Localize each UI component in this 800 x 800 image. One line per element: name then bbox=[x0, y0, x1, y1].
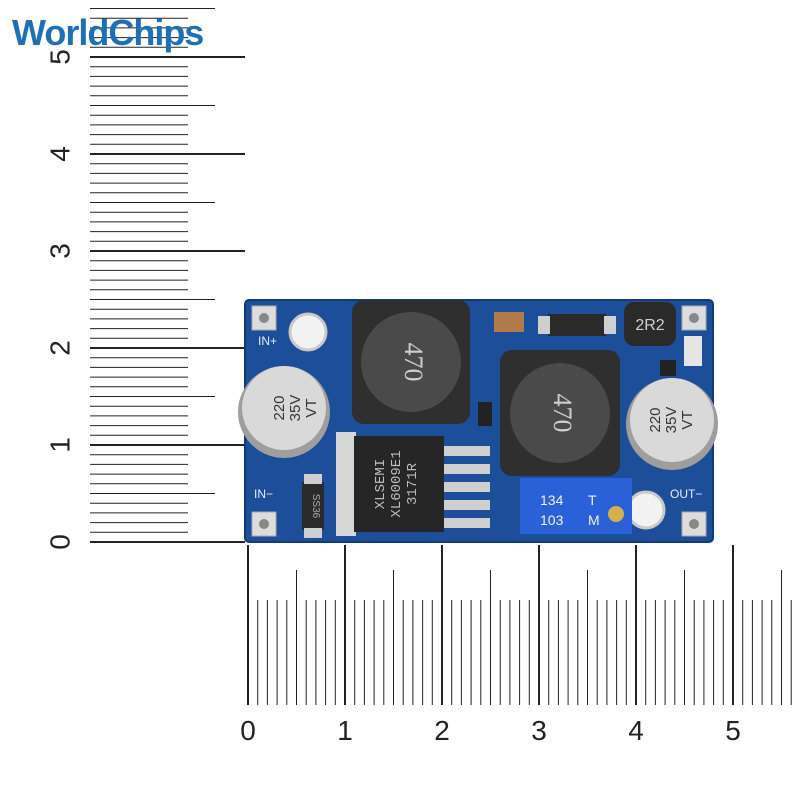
smd-resistor bbox=[478, 402, 492, 426]
inductor-right-label: 470 bbox=[548, 394, 577, 433]
brand-text-chips: Chips bbox=[108, 12, 204, 53]
trimmer-potentiometer: 134 103 T M bbox=[520, 478, 632, 534]
horizontal-ruler: 0 1 2 3 4 5 bbox=[240, 545, 792, 746]
label-in-plus: IN+ bbox=[258, 334, 277, 348]
ic-line1: XLSEMI bbox=[373, 459, 389, 509]
small-inductor-body bbox=[624, 302, 676, 346]
cap-left-line3: VT bbox=[303, 398, 320, 417]
trimmer-line1: 134 bbox=[540, 492, 564, 508]
trimmer-line2: 103 bbox=[540, 512, 564, 528]
ic-tab bbox=[336, 432, 356, 536]
diode-lead bbox=[304, 474, 322, 484]
smd-part bbox=[684, 336, 702, 366]
vertical-ruler: 5 4 3 2 1 0 bbox=[44, 8, 245, 550]
ruler-label: 5 bbox=[725, 715, 741, 746]
ruler-label: 1 bbox=[337, 715, 353, 746]
ic-pin bbox=[444, 482, 490, 492]
cap-right-line1: 220 bbox=[647, 407, 664, 432]
diode-lead bbox=[538, 316, 550, 334]
pad-hole bbox=[689, 313, 699, 323]
pad-hole bbox=[259, 519, 269, 529]
inductor-core bbox=[510, 363, 610, 463]
ruler-label: 2 bbox=[44, 340, 75, 356]
brand-logo: WorldChips bbox=[12, 12, 204, 54]
smd-capacitor bbox=[494, 312, 524, 332]
ic-line3: 3171R bbox=[405, 462, 421, 505]
capacitor-top bbox=[630, 378, 714, 462]
pad-hole bbox=[259, 313, 269, 323]
ic-body bbox=[354, 436, 444, 532]
trimmer-line4: M bbox=[588, 512, 600, 528]
pcb-board: IN+ IN− OUT− 470 470 2R2 bbox=[238, 299, 718, 543]
small-inductor: 2R2 bbox=[624, 302, 676, 346]
trimmer-body bbox=[520, 478, 632, 534]
mounting-hole bbox=[626, 490, 666, 530]
capacitor-top bbox=[242, 366, 326, 450]
ruler-label: 1 bbox=[44, 437, 75, 453]
ruler-label: 3 bbox=[531, 715, 547, 746]
ic-pin bbox=[444, 518, 490, 528]
cap-right-line3: VT bbox=[679, 410, 696, 429]
inductor-right: 470 bbox=[500, 350, 620, 476]
ruler-label: 2 bbox=[434, 715, 450, 746]
diode-top bbox=[548, 314, 606, 336]
ruler-label: 0 bbox=[240, 715, 256, 746]
diode-body bbox=[302, 482, 324, 530]
mounting-hole bbox=[288, 312, 328, 352]
inductor-core bbox=[361, 312, 461, 412]
brand-text-world: World bbox=[12, 12, 109, 53]
label-out-minus: OUT− bbox=[670, 487, 702, 501]
cap-left-line2: 35V bbox=[287, 395, 304, 422]
inductor-left-label: 470 bbox=[399, 343, 428, 382]
pad-hole bbox=[689, 519, 699, 529]
ic-pin bbox=[444, 464, 490, 474]
ruler-label: 5 bbox=[44, 49, 75, 65]
inductor-left: 470 bbox=[352, 300, 470, 424]
diode-label: SS36 bbox=[310, 494, 321, 519]
ruler-label: 4 bbox=[44, 146, 75, 162]
smd-part bbox=[660, 360, 676, 376]
capacitor-right: 220 35V VT bbox=[626, 378, 718, 470]
diode-bottom: SS36 bbox=[302, 474, 324, 538]
ic-line2: XL6009E1 bbox=[389, 450, 405, 517]
label-in-minus: IN− bbox=[254, 487, 273, 501]
cap-left-line1: 220 bbox=[271, 395, 288, 420]
ruler-label: 0 bbox=[44, 534, 75, 550]
ruler-label: 4 bbox=[628, 715, 644, 746]
ruler-label: 3 bbox=[44, 243, 75, 259]
ic-regulator: XLSEMI XL6009E1 3171R bbox=[336, 432, 490, 536]
trimmer-screw[interactable] bbox=[608, 506, 624, 522]
ic-pin bbox=[444, 500, 490, 510]
trimmer-line3: T bbox=[588, 492, 597, 508]
capacitor-left: 220 35V VT bbox=[238, 366, 330, 458]
diode-lead bbox=[604, 316, 616, 334]
cap-right-line2: 35V bbox=[663, 407, 680, 434]
small-inductor-label: 2R2 bbox=[635, 317, 664, 334]
diode-lead bbox=[304, 528, 322, 538]
ic-pin bbox=[444, 446, 490, 456]
